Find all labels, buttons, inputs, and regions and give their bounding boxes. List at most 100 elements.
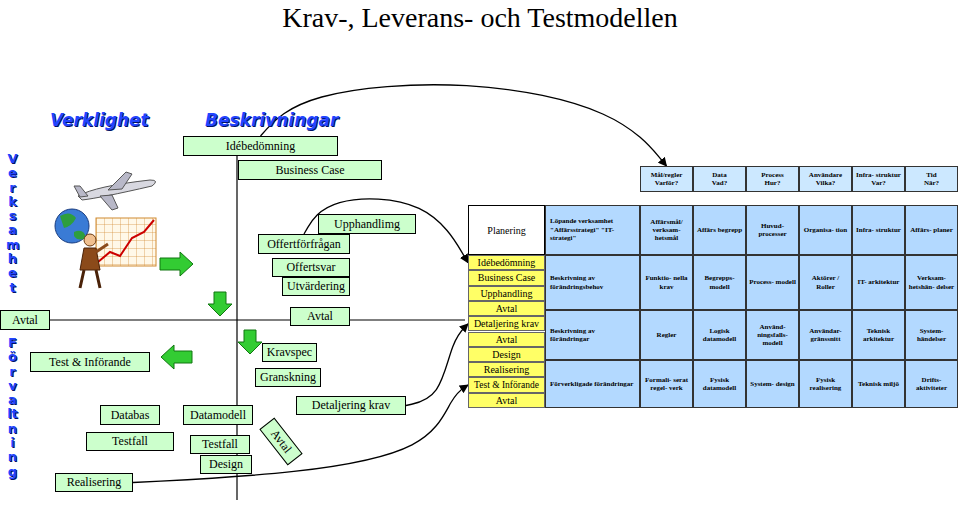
phase-cell: Avtal [468, 332, 545, 347]
node-text: Formali- serat regel- verk [643, 376, 690, 392]
node-text: Teknisk miljö [858, 380, 899, 388]
node-text: Begrepps- modell [696, 274, 743, 290]
node-text: Organisa- tion [804, 226, 847, 234]
section-heading: Beskrivningar [205, 110, 338, 130]
stage-box: Realisering [55, 473, 133, 492]
node-text: Testfall [202, 437, 238, 452]
stage-box: Avtal [290, 307, 350, 326]
matrix-cell: Funktio- nella krav [640, 255, 693, 310]
flow-arrow [208, 292, 232, 316]
node-text: Vilka? [816, 179, 836, 187]
matrix-cell: Begrepps- modell [693, 255, 746, 310]
node-text: Offertsvar [286, 260, 335, 275]
section-heading: Verklighet [50, 110, 149, 130]
node-text: System- händelser [908, 327, 955, 343]
phase-cell: Business Case [468, 270, 545, 285]
phase-cell: Idébedömning [468, 255, 545, 270]
node-text: Planering [487, 225, 525, 236]
phase-cell: Design [468, 347, 545, 362]
node-text: Test & Införande [49, 355, 131, 370]
row-head-cell: Beskrivning av förändringsbehov [545, 255, 640, 310]
header-cell: ProcessHur? [746, 166, 799, 192]
matrix-cell: Drifts- aktiviteter [905, 360, 958, 408]
node-text: Infra- struktur [856, 226, 901, 234]
man-head [84, 234, 96, 246]
stage-box: Databas [100, 405, 160, 425]
stage-box: Upphandlimg [318, 214, 416, 234]
node-text: Realisering [67, 475, 122, 490]
node-text: Realisering [484, 364, 530, 375]
node-text: Idébedömning [226, 139, 295, 154]
node-text: Kravspec [267, 345, 312, 360]
stage-box: Idébedömning [183, 136, 338, 156]
matrix-cell: Logisk datamodell [693, 310, 746, 360]
flow-arrow [238, 330, 262, 354]
node-text: Granskning [260, 370, 316, 385]
node-text: Logisk datamodell [696, 327, 743, 343]
matrix-cell: Användar- gränssnitt [799, 310, 852, 360]
node-text: Avtal [496, 395, 517, 406]
node-text: Fysisk datamodell [696, 376, 743, 392]
node-text: Löpande verksamhet "Affärsstrategi" "IT-… [550, 217, 635, 242]
matrix-cell: Aktörer / Roller [799, 255, 852, 310]
node-text: Användar- gränssnitt [802, 327, 849, 343]
node-text: Förverkligade förändringar [550, 380, 633, 388]
stage-box: Testfall [190, 435, 250, 454]
matrix-cell: Verksam- hetshän- delser [905, 255, 958, 310]
matrix-cell: Organisa- tion [799, 205, 852, 255]
row-head-cell: Löpande verksamhet "Affärsstrategi" "IT-… [545, 205, 640, 255]
row-head-cell: Förverkligade förändringar [545, 360, 640, 408]
horizontal-axis [50, 319, 465, 320]
node-text: Upphandlimg [334, 217, 400, 232]
node-text: Process [761, 171, 783, 179]
stage-box: Kravspec [262, 343, 317, 362]
node-text: Avtal [496, 334, 517, 345]
node-text: IT- arkitektur [858, 278, 900, 286]
header-cell: TidNär? [905, 166, 958, 192]
node-text: Databas [111, 408, 150, 423]
node-text: Detaljering krav [474, 318, 539, 329]
node-text: Avtal [307, 309, 333, 324]
stage-box: Design [200, 455, 252, 474]
node-text: Drifts- aktiviteter [908, 376, 955, 392]
man-arm [96, 244, 108, 252]
node-text: Beskrivning av förändringar [550, 327, 635, 344]
node-text: Data [712, 171, 726, 179]
matrix-cell: Formali- serat regel- verk [640, 360, 693, 408]
node-text: Infra- struktur [856, 171, 901, 179]
node-text: Verksam- hetshän- delser [908, 274, 955, 290]
matrix-cell: Process- modell [746, 255, 799, 310]
node-text: Hur? [765, 179, 781, 187]
matrix-cell: Teknisk arkitektur [852, 310, 905, 360]
stage-box: Avtal [259, 418, 302, 466]
vertical-heading: Förvaltning [6, 336, 19, 479]
node-text: Test & Införande [474, 380, 539, 390]
matrix-cell: System- händelser [905, 310, 958, 360]
node-text: Offertförfrågan [267, 237, 341, 252]
node-text: Affärs begrepp [697, 226, 742, 234]
node-text: Använd- ningsfalls- modell [749, 323, 796, 347]
phase-cell: Avtal [468, 393, 545, 408]
chart-grid [96, 218, 156, 266]
matrix-cell: System- design [746, 360, 799, 408]
curved-connector [133, 385, 468, 482]
stage-box: Granskning [255, 368, 321, 387]
stage-box: Business Case [238, 160, 382, 180]
node-text: Funktio- nella krav [643, 274, 690, 290]
node-text: Business Case [478, 272, 536, 283]
node-text: Detaljering krav [312, 398, 390, 413]
node-text: Affärs- planer [910, 226, 953, 234]
node-text: Idébedömning [478, 257, 536, 268]
phase-cell: Upphandling [468, 286, 545, 301]
node-text: Avtal [12, 313, 38, 328]
node-text: Teknisk arkitektur [855, 327, 902, 343]
stage-box: Avtal [0, 310, 50, 330]
node-text: Aktörer / Roller [802, 274, 849, 290]
node-text: Tid [926, 171, 936, 179]
stage-box: Datamodell [183, 405, 253, 425]
row-head-cell: Beskrivning av förändringar [545, 310, 640, 360]
matrix-cell: Affärs begrepp [693, 205, 746, 255]
node-text: Mål/regler [651, 171, 683, 179]
stage-box: Testfall [86, 432, 174, 451]
